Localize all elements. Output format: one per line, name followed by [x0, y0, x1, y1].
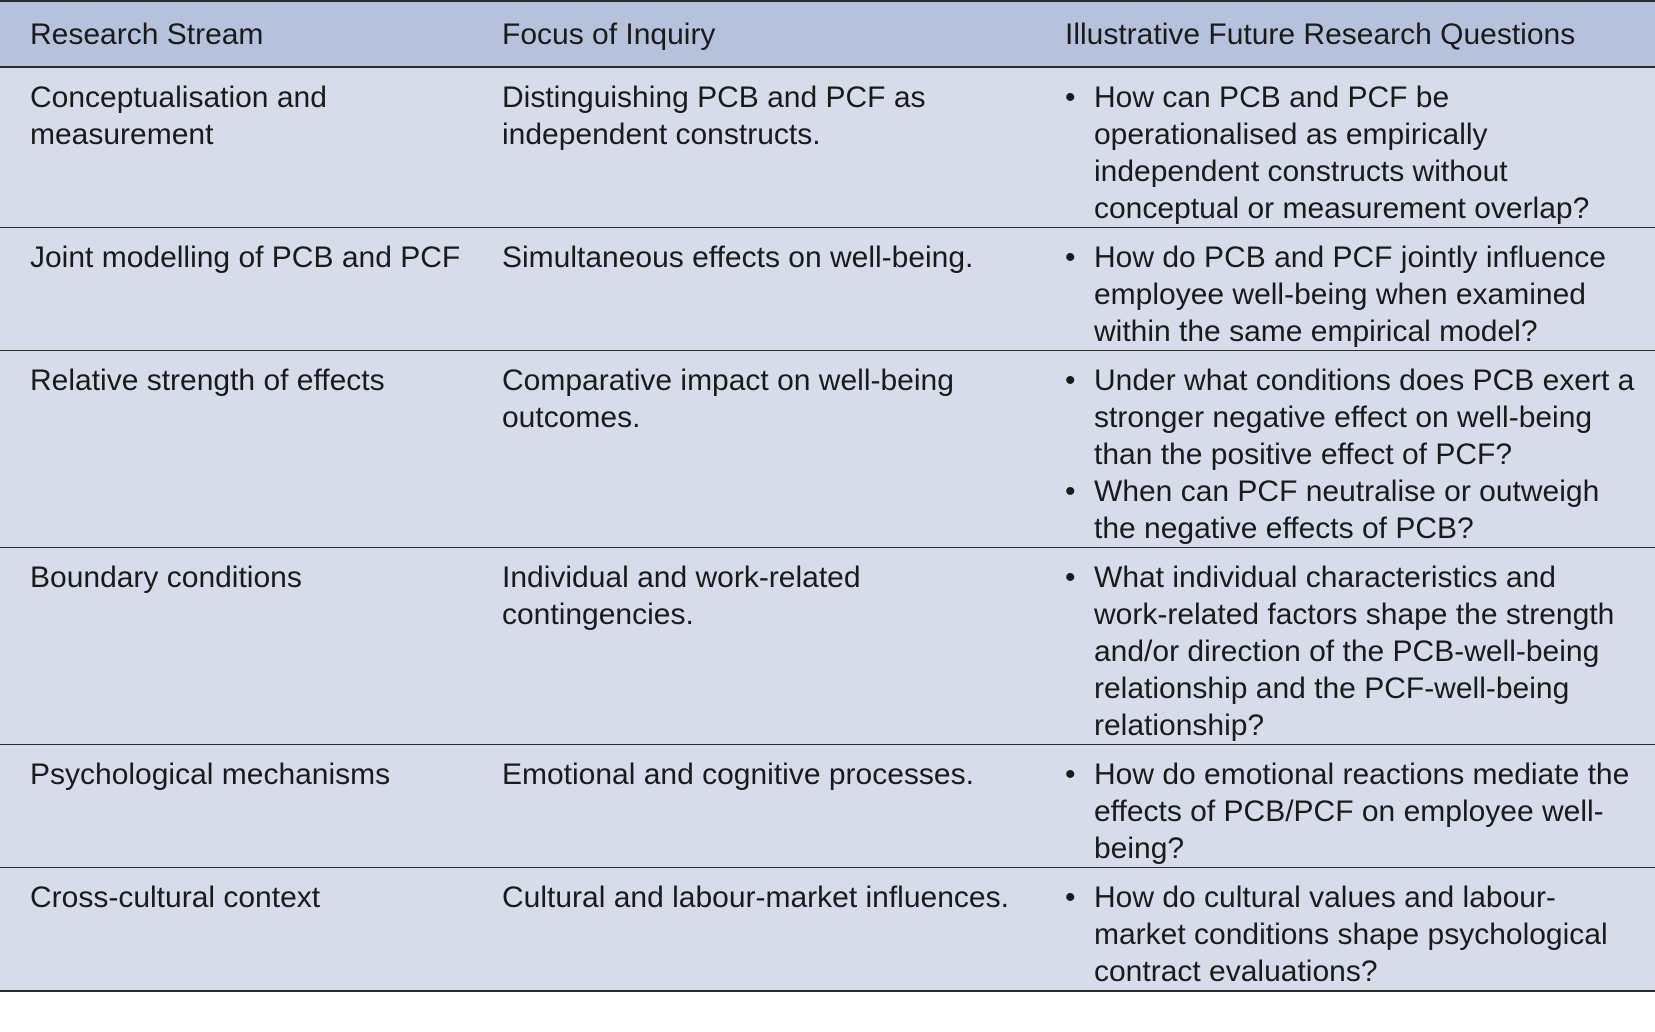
research-questions-cell: • How do cultural values and labour-marke… [1030, 867, 1655, 992]
bullet-icon: • [1065, 241, 1076, 274]
question-text: When can PCF neutralise or outweigh the … [1094, 475, 1600, 545]
research-stream-cell: Joint modelling of PCB and PCF [0, 227, 472, 351]
research-stream-cell: Relative strength of effects [0, 350, 472, 548]
question-list: • How do cultural values and labour-marke… [1065, 879, 1635, 990]
research-questions-cell: • How do PCB and PCF jointly influence em… [1030, 227, 1655, 351]
bullet-icon: • [1065, 81, 1076, 114]
question-list: • How do emotional reactions mediate the … [1065, 756, 1635, 867]
question-item: • What individual characteristics and wor… [1065, 559, 1635, 744]
question-item: • Under what conditions does PCB exert a … [1065, 362, 1635, 473]
focus-of-inquiry-cell: Individual and work-related contingencie… [472, 547, 1030, 745]
bullet-icon: • [1065, 758, 1076, 791]
bullet-icon: • [1065, 881, 1076, 914]
focus-of-inquiry-cell: Comparative impact on well-being outcome… [472, 350, 1030, 548]
research-stream-cell: Boundary conditions [0, 547, 472, 745]
question-list: • Under what conditions does PCB exert a … [1065, 362, 1635, 547]
research-stream-cell: Psychological mechanisms [0, 744, 472, 868]
question-text: What individual characteristics and work… [1094, 561, 1615, 742]
bullet-icon: • [1065, 364, 1076, 397]
bullet-icon: • [1065, 475, 1076, 508]
research-agenda-table-wrapper: Research Stream Focus of Inquiry Illustr… [0, 0, 1655, 992]
research-questions-cell: • How do emotional reactions mediate the … [1030, 744, 1655, 868]
focus-of-inquiry-cell: Distinguishing PCB and PCF as independen… [472, 67, 1030, 228]
focus-of-inquiry-cell: Simultaneous effects on well-being. [472, 227, 1030, 351]
header-future-research-questions: Illustrative Future Research Questions [1030, 0, 1655, 68]
question-text: Under what conditions does PCB exert a s… [1094, 364, 1635, 471]
question-text: How do PCB and PCF jointly influence emp… [1094, 241, 1606, 348]
bullet-icon: • [1065, 561, 1076, 594]
question-item: • How do emotional reactions mediate the … [1065, 756, 1635, 867]
question-text: How do cultural values and labour-market… [1094, 881, 1608, 988]
question-item: • How do cultural values and labour-marke… [1065, 879, 1635, 990]
focus-of-inquiry-cell: Emotional and cognitive processes. [472, 744, 1030, 868]
research-questions-cell: • What individual characteristics and wor… [1030, 547, 1655, 745]
research-stream-cell: Cross-cultural context [0, 867, 472, 992]
question-list: • How can PCB and PCF be operationalised … [1065, 79, 1635, 227]
research-stream-cell: Conceptualisation and measurement [0, 67, 472, 228]
header-research-stream: Research Stream [0, 0, 472, 68]
research-questions-cell: • Under what conditions does PCB exert a … [1030, 350, 1655, 548]
question-item: • How do PCB and PCF jointly influence em… [1065, 239, 1635, 350]
focus-of-inquiry-cell: Cultural and labour-market influences. [472, 867, 1030, 992]
question-text: How do emotional reactions mediate the e… [1094, 758, 1630, 865]
question-list: • What individual characteristics and wor… [1065, 559, 1635, 744]
research-questions-cell: • How can PCB and PCF be operationalised … [1030, 67, 1655, 228]
header-focus-of-inquiry: Focus of Inquiry [472, 0, 1030, 68]
question-list: • How do PCB and PCF jointly influence em… [1065, 239, 1635, 350]
header-row: Research Stream Focus of Inquiry Illustr… [0, 0, 1655, 68]
question-item: • When can PCF neutralise or outweigh the… [1065, 473, 1635, 547]
question-item: • How can PCB and PCF be operationalised … [1065, 79, 1635, 227]
table-header: Research Stream Focus of Inquiry Illustr… [0, 0, 1655, 68]
research-agenda-table: Research Stream Focus of Inquiry Illustr… [0, 0, 1655, 992]
question-text: How can PCB and PCF be operationalised a… [1094, 81, 1590, 225]
